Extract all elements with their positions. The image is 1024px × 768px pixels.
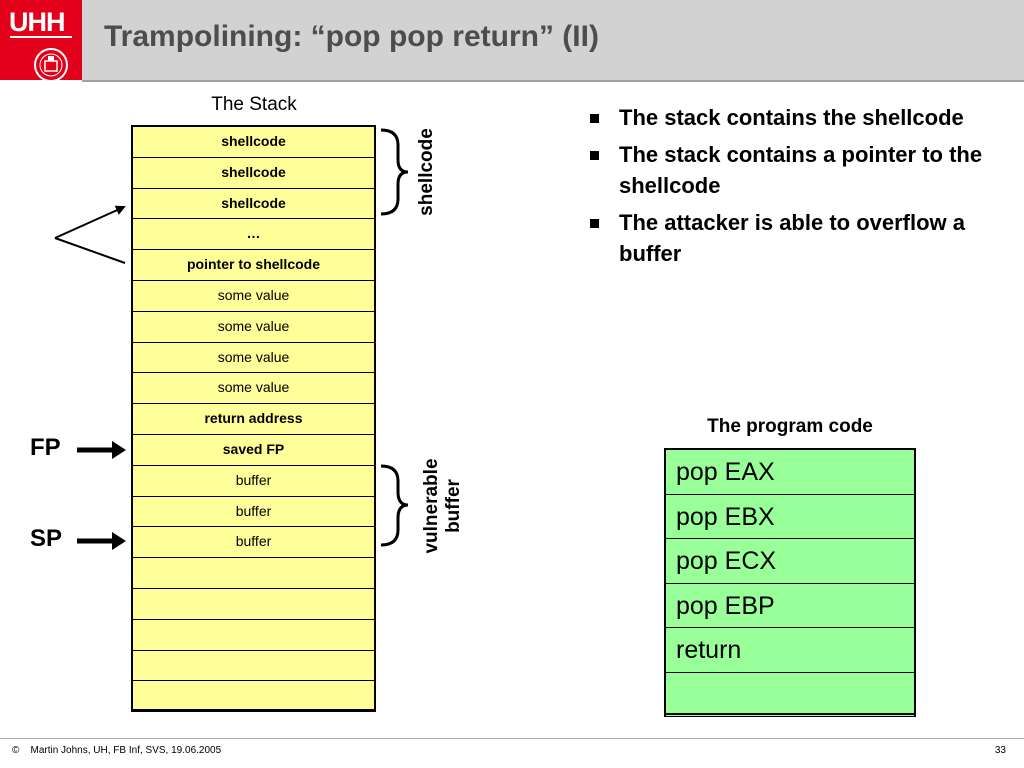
header-bar [0,0,1024,80]
stack-cell [133,651,374,682]
stack-cell: … [133,219,374,251]
program-code-line: pop EAX [666,450,914,495]
bullet-square-icon [590,219,599,228]
bullet-item: The attacker is able to overflow a buffe… [588,207,988,269]
program-code-line [666,673,914,717]
stack-cell: buffer [133,497,374,528]
bullet-square-icon [590,114,599,123]
footer-text: Martin Johns, UH, FB Inf, SVS, 19.06.200… [30,745,222,756]
stack-cell [133,620,374,651]
stack-cell: shellcode [133,158,374,189]
stack-cell [133,589,374,620]
stack-cell [133,558,374,589]
uhh-logo: UHH [0,0,82,80]
stack-cell: some value [133,343,374,374]
sp-label: SP [30,525,63,552]
stack-bottom-border [131,709,376,711]
copyright-symbol: © [12,745,20,756]
stack-cell: pointer to shellcode [133,250,374,281]
program-code-line: pop ECX [666,539,914,584]
shellcode-brace [380,128,409,216]
stack-cell: shellcode [133,189,374,220]
header-divider [82,80,1024,82]
footer-credit: © Martin Johns, UH, FB Inf, SVS, 19.06.2… [12,745,221,756]
program-code-line: return [666,628,914,673]
bullet-text: The attacker is able to overflow a buffe… [619,210,966,266]
program-code-line: pop EBP [666,584,914,628]
program-bottom-border [664,713,916,715]
buffer-brace [380,464,409,547]
bullet-text: The stack contains a pointer to the shel… [619,142,983,198]
logo-text: UHH [9,7,65,37]
fp-label: FP [30,434,61,461]
shellcode-brace-label: shellcode [416,128,437,216]
program-code-title: The program code [707,416,873,437]
stack-cell: some value [133,312,374,343]
stack-cell [133,681,374,713]
bullet-square-icon [590,151,599,160]
stack-cell: some value [133,373,374,405]
bullet-item: The stack contains a pointer to the shel… [588,139,988,201]
slide-title: Trampolining: “pop pop return” (II) [104,20,599,53]
bullet-text: The stack contains the shellcode [619,105,964,130]
vulnerable-buffer-label: vulnerable buffer [421,451,465,561]
uhh-seal-icon [10,36,72,80]
stack-title: The Stack [211,94,297,115]
stack-cell: some value [133,281,374,312]
footer-divider [0,738,1024,739]
stack-cell: shellcode [133,127,374,158]
vulnerable-label: vulnerable [421,458,442,554]
stack-cell: buffer [133,527,374,559]
fp-arrow-icon [77,441,126,459]
page-number: 33 [994,745,1006,756]
program-code-line: pop EBX [666,495,914,539]
stack-cell: buffer [133,466,374,497]
sp-arrow-icon [77,532,126,550]
stack-cell: saved FP [133,435,374,466]
stack-cell: return address [133,404,374,435]
buffer-label: buffer [443,479,464,533]
bullet-item: The stack contains the shellcode [588,102,988,133]
pointer-arrow [54,205,126,264]
